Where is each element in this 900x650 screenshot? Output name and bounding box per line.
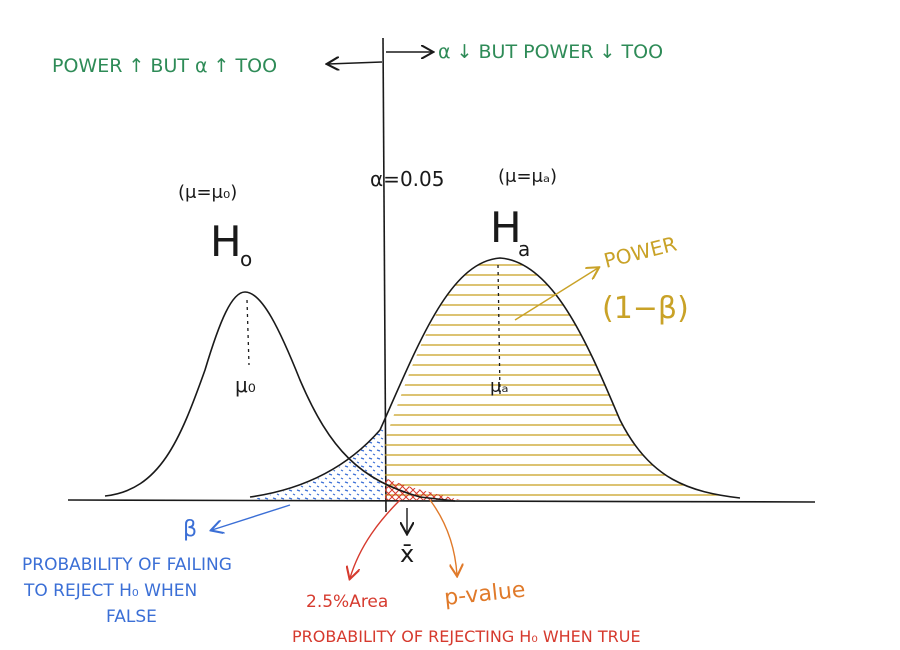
alpha-label: α=0.05 <box>370 167 444 191</box>
right-note: α ↓ BUT POWER ↓ TOO <box>438 41 663 63</box>
power-arrow <box>514 268 598 321</box>
type1-label: PROBABILITY OF REJECTING H₀ WHEN TRUE <box>292 627 641 646</box>
beta-desc-line2: TO REJECT H₀ WHEN <box>23 581 197 601</box>
area-label: 2.5%Area <box>306 592 388 612</box>
area-arrow <box>350 499 401 578</box>
beta-desc-line1: PROBABILITY OF FAILING <box>22 555 232 575</box>
pvalue-label: p-value <box>443 578 527 611</box>
beta-arrow <box>212 504 291 530</box>
left-note: POWER ↑ BUT α ↑ TOO <box>52 55 277 77</box>
xbar-label: x̄ <box>400 540 414 568</box>
null-mean-label: μ₀ <box>235 373 256 397</box>
null-symbol: H <box>210 217 242 266</box>
beta-symbol: β <box>183 517 197 542</box>
x-axis <box>67 499 816 503</box>
critical-value-line <box>382 37 387 513</box>
alt-mean-label: μₐ <box>490 376 509 397</box>
null-subscript: o <box>240 247 252 271</box>
beta-shading <box>250 420 385 500</box>
null-condition: (μ=μ₀) <box>178 182 237 203</box>
power-shading <box>385 258 740 500</box>
alt-symbol: H <box>490 203 522 252</box>
power-formula: (1−β) <box>602 291 689 326</box>
alt-mean-line <box>497 264 501 396</box>
null-distribution-curve <box>104 291 456 502</box>
left-arrow <box>328 62 383 64</box>
power-label: POWER <box>601 232 679 273</box>
alt-subscript: a <box>518 237 530 261</box>
null-mean-line <box>246 299 250 366</box>
pvalue-arrow <box>429 499 457 575</box>
alt-distribution-curve <box>249 257 741 499</box>
beta-desc-line3: FALSE <box>106 607 157 627</box>
alt-condition: (μ=μₐ) <box>498 166 557 187</box>
